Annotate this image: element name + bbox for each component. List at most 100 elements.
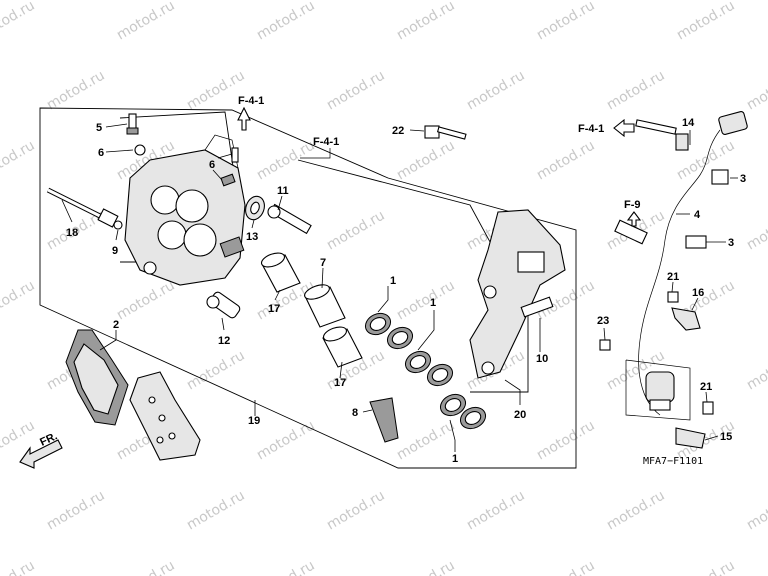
callout-22: 22 [392, 125, 404, 137]
callout-5: 5 [96, 122, 102, 134]
bolt-21-lower [702, 401, 714, 415]
pad-spring-8 [369, 397, 399, 443]
watermark-text: motod.ru [184, 487, 248, 533]
watermark-text: motod.ru [394, 557, 458, 576]
grommet-3-lower [685, 235, 707, 249]
callout-1-a: 1 [390, 275, 396, 287]
watermark-text: motod.ru [744, 487, 768, 533]
pin-12 [206, 291, 241, 319]
callout-11: 11 [277, 185, 289, 197]
front-arrow [19, 439, 63, 469]
cap-6a [134, 144, 146, 156]
watermark-text: motod.ru [604, 487, 668, 533]
watermark-text: motod.ru [744, 67, 768, 113]
callout-8: 8 [352, 407, 358, 419]
callout-21-upper: 21 [667, 271, 679, 283]
wheel-sensor [625, 359, 691, 421]
watermark-text: motod.ru [674, 0, 738, 43]
bolt-21-upper [667, 291, 679, 303]
watermark-text: motod.ru [534, 137, 598, 183]
piston-7 [304, 284, 346, 328]
callout-4: 4 [694, 209, 701, 221]
callout-1-c: 1 [452, 453, 458, 465]
piston-17-lower [322, 326, 363, 368]
bolt-14 [635, 119, 689, 151]
piston-17-upper [260, 252, 301, 293]
seal-set-1 [364, 312, 487, 430]
callout-1-b: 1 [430, 297, 436, 309]
watermark-text: motod.ru [254, 0, 318, 43]
watermark-text: motod.ru [604, 67, 668, 113]
watermark-text: motod.ru [674, 557, 738, 576]
spring-10 [520, 296, 554, 318]
watermark-text: motod.ru [324, 67, 388, 113]
grommet-3-upper [711, 169, 729, 185]
callout-6-b: 6 [209, 159, 215, 171]
boot-13 [245, 195, 265, 221]
watermark-text: motod.ru [44, 67, 108, 113]
washer-9 [113, 220, 123, 230]
ref-label-f9: F-9 [624, 199, 641, 211]
callout-12: 12 [218, 335, 230, 347]
callout-14: 14 [682, 117, 695, 129]
watermark-text: motod.ru [254, 137, 318, 183]
watermark-text: motod.ru [534, 557, 598, 576]
callout-3-lower: 3 [728, 237, 734, 249]
bleeder-6b [220, 147, 239, 187]
leader-lines [61, 123, 738, 452]
caliper-assembly-frame [39, 107, 577, 469]
callout-18: 18 [66, 227, 78, 239]
watermark-text: motod.ru [114, 277, 178, 323]
brake-pad-2-left [65, 329, 129, 426]
watermark-text: motod.ru [394, 417, 458, 463]
watermark-text: motod.ru [114, 557, 178, 576]
callout-23: 23 [597, 315, 609, 327]
caliper-bracket [469, 209, 566, 379]
ref-arrow-f41-sensor [613, 118, 635, 138]
caliper-body [124, 134, 246, 286]
ref-label-f41-caliper: F-4-1 [238, 95, 264, 107]
watermark-text: motod.ru [254, 417, 318, 463]
clip-f9 [614, 219, 648, 245]
watermark-text: motod.ru [744, 347, 768, 393]
watermark-text: motod.ru [464, 487, 528, 533]
callout-13: 13 [246, 231, 258, 243]
watermark-text: motod.ru [394, 137, 458, 183]
watermark-text: motod.ru [394, 277, 458, 323]
ref-arrow-f9 [626, 211, 642, 227]
watermark-text: motod.ru [324, 487, 388, 533]
callout-9: 9 [112, 245, 118, 257]
diagram-code: MFA7−F1101 [643, 456, 703, 467]
watermark-text: motod.ru [324, 207, 388, 253]
watermark-text: motod.ru [534, 0, 598, 43]
callout-19: 19 [248, 415, 260, 427]
bleeder-5 [126, 113, 139, 135]
callout-20: 20 [514, 409, 526, 421]
ref-arrow-f41-pin [300, 148, 331, 159]
ref-arrow-f41-caliper [237, 106, 251, 131]
callout-16: 16 [692, 287, 704, 299]
callout-15: 15 [720, 431, 732, 443]
bolt-22 [424, 125, 467, 140]
brake-pad-2-right [129, 371, 201, 461]
watermark-text: motod.ru [44, 487, 108, 533]
callout-6-a: 6 [98, 147, 104, 159]
sensor-hose-4 [638, 129, 721, 416]
callout-labels: 1 1 1 2 3 3 4 5 6 6 7 8 9 10 11 12 13 14… [66, 117, 746, 465]
watermark-text: motod.ru [0, 277, 38, 323]
watermark-text: motod.ru [114, 0, 178, 43]
watermark-text: motod.ru [464, 67, 528, 113]
bolt-23 [599, 339, 611, 351]
watermark-text: motod.ru [254, 557, 318, 576]
callout-2: 2 [113, 319, 119, 331]
ref-label-f41-sensor: F-4-1 [578, 123, 604, 135]
ref-label-f41-pin: F-4-1 [313, 136, 339, 148]
watermark-text: motod.ru [744, 207, 768, 253]
watermark-text: motod.ru [0, 0, 38, 43]
clamp-15 [675, 427, 706, 449]
callout-7: 7 [320, 257, 326, 269]
watermark-text: motod.ru [0, 557, 38, 576]
watermark-text: motod.ru [184, 347, 248, 393]
callout-17-upper: 17 [268, 303, 280, 315]
